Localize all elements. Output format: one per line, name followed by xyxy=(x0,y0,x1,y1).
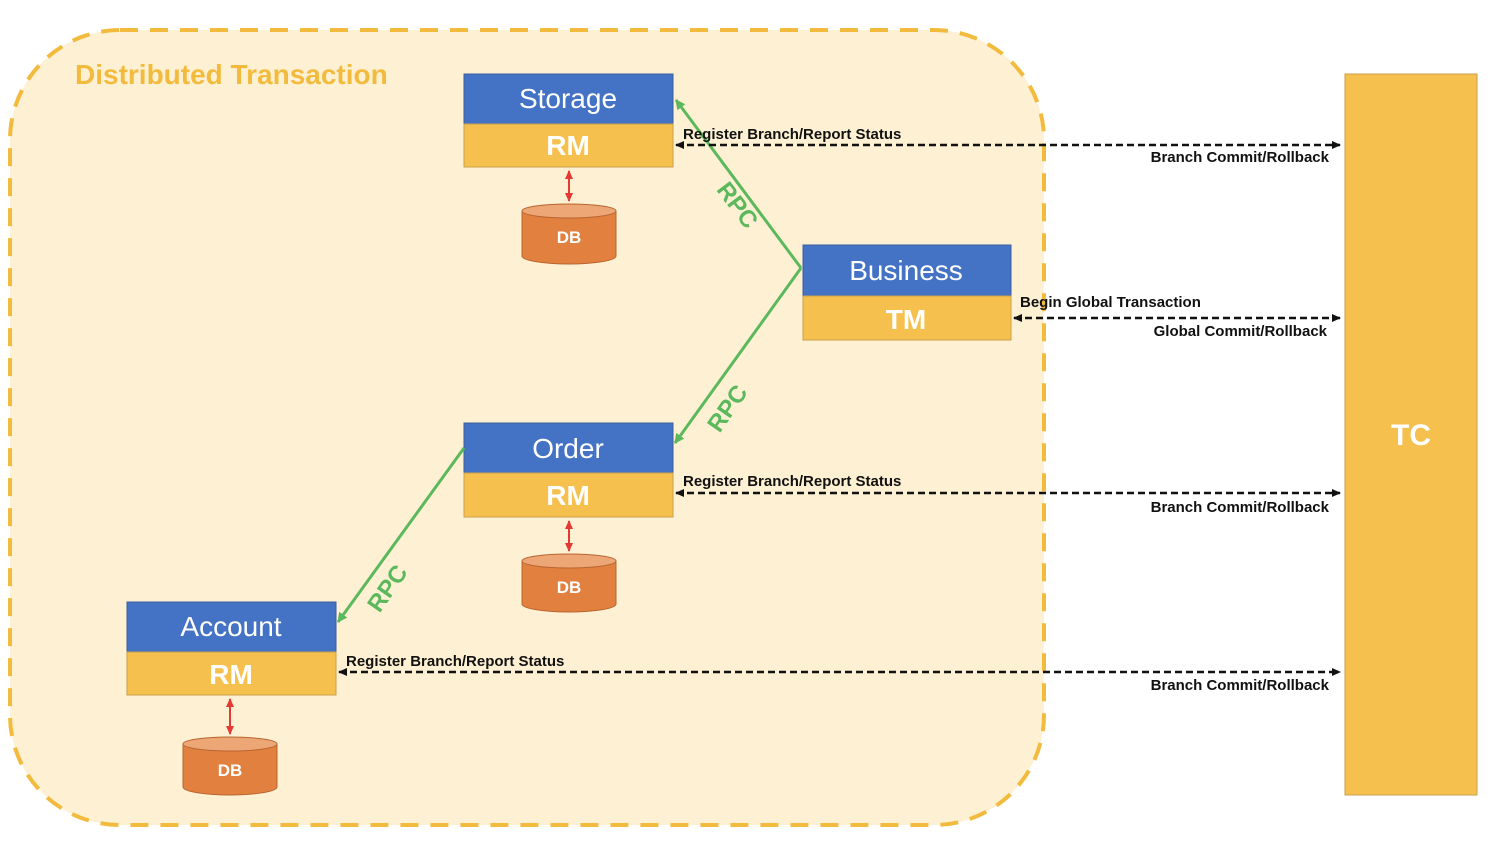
order-name: Order xyxy=(532,433,604,464)
transaction-coordinator: TC xyxy=(1344,73,1478,796)
account-db-cylinder xyxy=(182,743,278,796)
order-role-box xyxy=(463,472,674,518)
account-role: RM xyxy=(209,659,253,690)
business-role: TM xyxy=(886,304,926,335)
storage-role-box xyxy=(463,123,674,168)
account-service: Account RM xyxy=(126,601,337,696)
storage-header xyxy=(463,73,674,125)
link-storage-tc: Register Branch/Report Status Branch Com… xyxy=(675,126,1341,166)
order-db-label: DB xyxy=(557,578,582,597)
account-db-top xyxy=(182,736,278,752)
rpc-arrow-storage xyxy=(674,99,803,269)
storage-database: DB xyxy=(521,170,617,265)
link-storage-lower: Branch Commit/Rollback xyxy=(1151,149,1330,166)
link-account-upper: Register Branch/Report Status xyxy=(346,653,564,670)
storage-db-top xyxy=(521,203,617,219)
account-role-box xyxy=(126,651,337,696)
storage-name: Storage xyxy=(519,83,617,114)
link-business-lower: Global Commit/Rollback xyxy=(1154,323,1328,340)
rpc-arrow-order xyxy=(673,267,803,444)
storage-service: Storage RM xyxy=(463,73,674,168)
account-database: DB xyxy=(182,698,278,796)
order-db-top xyxy=(521,553,617,569)
business-service: Business TM xyxy=(802,244,1012,341)
link-business-upper: Begin Global Transaction xyxy=(1020,294,1201,311)
order-db-cylinder xyxy=(521,560,617,613)
link-account-lower: Branch Commit/Rollback xyxy=(1151,677,1330,694)
link-order-lower: Branch Commit/Rollback xyxy=(1151,499,1330,516)
link-storage-upper: Register Branch/Report Status xyxy=(683,126,901,143)
order-database: DB xyxy=(521,520,617,613)
link-order-upper: Register Branch/Report Status xyxy=(683,473,901,490)
account-header xyxy=(126,601,337,653)
tc-box xyxy=(1344,73,1478,796)
tc-label: TC xyxy=(1391,419,1431,452)
business-name: Business xyxy=(849,255,963,286)
link-account-tc: Register Branch/Report Status Branch Com… xyxy=(338,653,1341,694)
link-business-tc: Begin Global Transaction Global Commit/R… xyxy=(1013,294,1341,340)
storage-db-label: DB xyxy=(557,228,582,247)
link-order-tc: Register Branch/Report Status Branch Com… xyxy=(675,473,1341,516)
rpc-arrow-account xyxy=(336,447,466,623)
business-header xyxy=(802,244,1012,297)
account-db-label: DB xyxy=(218,761,243,780)
order-service: Order RM xyxy=(463,422,674,518)
region-title: Distributed Transaction xyxy=(75,59,388,90)
order-role: RM xyxy=(546,480,590,511)
storage-role: RM xyxy=(546,130,590,161)
storage-db-cylinder xyxy=(521,210,617,265)
account-name: Account xyxy=(180,611,281,642)
business-role-box xyxy=(802,295,1012,341)
